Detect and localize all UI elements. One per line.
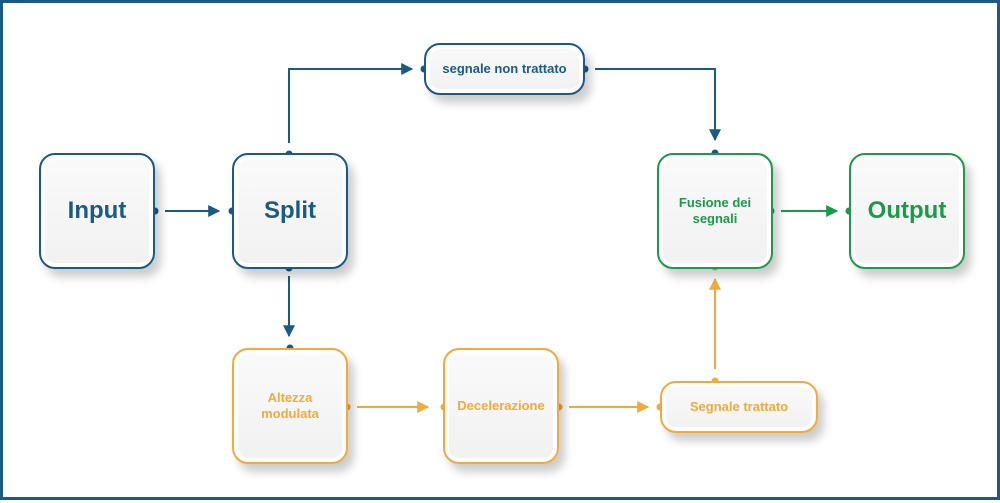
node-raw-signal[interactable]: segnale non trattato <box>424 43 585 95</box>
node-input-label: Input <box>67 197 127 224</box>
node-deceleration[interactable]: Decelerazione <box>443 348 559 464</box>
node-output[interactable]: Output <box>849 153 965 269</box>
arrow-raw-signal-to-fusion <box>595 68 721 142</box>
node-output-label: Output <box>867 197 947 224</box>
node-raw-signal-label: segnale non trattato <box>442 60 567 76</box>
node-treated-signal-label: Segnale trattato <box>689 398 789 414</box>
node-input[interactable]: Input <box>39 153 155 269</box>
arrow-split-to-raw-signal <box>288 63 414 143</box>
node-split-label: Split <box>264 197 316 224</box>
node-split[interactable]: Split <box>232 153 348 269</box>
node-treated-signal[interactable]: Segnale trattato <box>660 381 818 433</box>
node-deceleration-label: Decelerazione <box>457 397 545 413</box>
